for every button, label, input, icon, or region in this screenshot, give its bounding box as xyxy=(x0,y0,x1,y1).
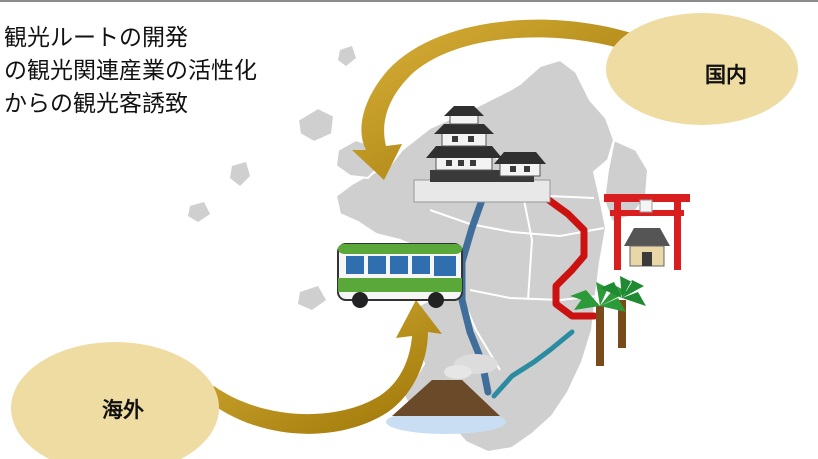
map-island-c xyxy=(188,202,210,222)
bubble-domestic: 国内 xyxy=(606,13,798,125)
volcano-icon xyxy=(386,354,506,434)
arrow-overseas xyxy=(202,300,442,434)
map-island-b xyxy=(230,162,250,186)
route-teal xyxy=(491,329,575,399)
top-divider xyxy=(0,0,818,2)
map-island-a xyxy=(338,46,356,66)
bus-icon xyxy=(337,243,463,308)
arrow-domestic xyxy=(352,19,640,181)
castle-icon xyxy=(413,106,551,203)
map-island-d xyxy=(298,286,326,310)
bubble-domestic-label: 国内 xyxy=(705,63,747,87)
palm-trees-icon xyxy=(570,276,646,366)
caption-line-3: からの観光客誘致 xyxy=(4,91,188,117)
caption-line-2: の観光関連産業の活性化 xyxy=(4,58,257,84)
caption-line-1: 観光ルートの開発 xyxy=(4,25,188,51)
map-northwest-peninsula xyxy=(296,106,336,144)
caption-text: 観光ルートの開発 の観光関連産業の活性化 からの観光客誘致 xyxy=(4,22,257,121)
route-red xyxy=(524,182,598,320)
bubble-overseas: 海外 xyxy=(11,342,219,459)
torii-shrine-icon xyxy=(604,194,690,270)
bubble-overseas-label: 海外 xyxy=(102,398,144,422)
